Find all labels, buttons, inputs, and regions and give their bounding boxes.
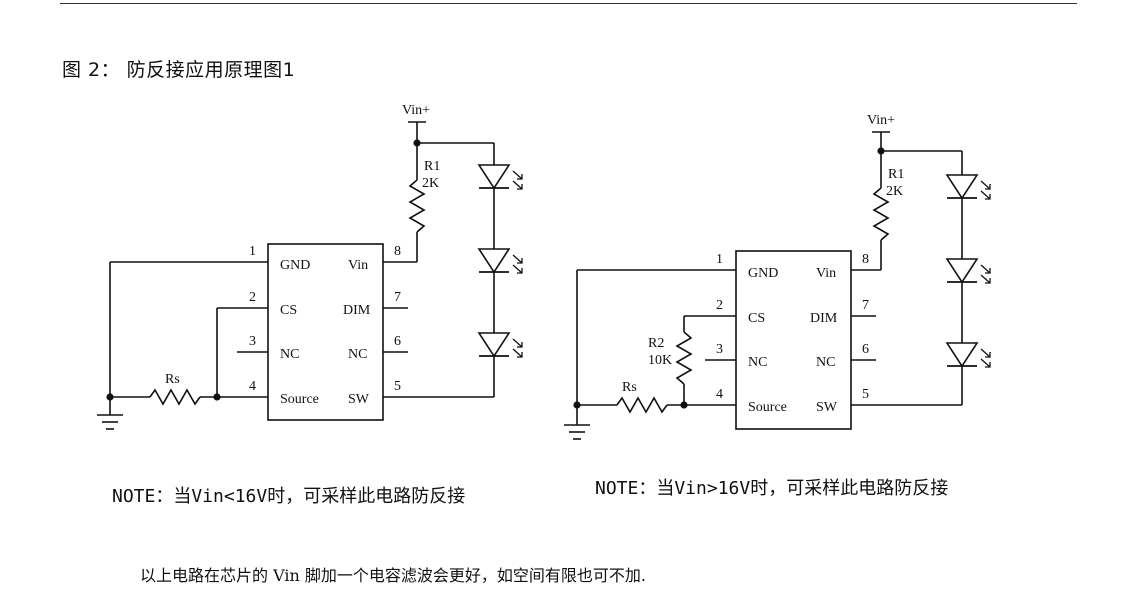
circuit-left: [96, 121, 523, 430]
pin-label: Source: [280, 392, 319, 407]
pin-num: 2: [249, 290, 256, 305]
resistor-icon: [149, 388, 201, 406]
circuit-left-labels: Vin+ R1 2K Rs 1 GND 2 CS 3 NC 4 Source 8…: [165, 103, 440, 407]
supply-label: Vin+: [402, 103, 430, 118]
schematic-diagram: Vin+ R1 2K Rs 1 GND 2 CS 3 NC 4 Source 8…: [96, 103, 991, 440]
circuit-right-labels: Vin+ R1 2K R2 10K Rs 1 GND 2 CS 3 NC 4 S…: [622, 113, 904, 415]
pin-label: DIM: [343, 303, 371, 318]
pin-num: 1: [716, 252, 723, 267]
pin-num: 8: [862, 252, 869, 267]
pin-num: 8: [394, 244, 401, 259]
pin-label: NC: [816, 355, 835, 370]
chip-left: [267, 243, 384, 421]
r1-name: R1: [888, 167, 904, 182]
ground-icon: [563, 424, 591, 440]
rs-label: Rs: [165, 372, 180, 387]
pin-label: CS: [280, 303, 297, 318]
pin-label: NC: [348, 347, 367, 362]
pin-label: Source: [748, 400, 787, 415]
ground-icon: [96, 414, 124, 430]
led-icon: [946, 342, 991, 368]
pin-label: NC: [280, 347, 299, 362]
pin-label: CS: [748, 311, 765, 326]
r1-value: 2K: [422, 176, 439, 191]
resistor-icon: [408, 179, 426, 233]
r1-value: 2K: [886, 184, 903, 199]
resistor-icon: [675, 331, 693, 385]
led-icon: [946, 174, 991, 200]
figure-title: 图 2： 防反接应用原理图1: [62, 59, 296, 81]
chip-right: [735, 250, 852, 430]
pin-label: Vin: [816, 266, 836, 281]
note-left: NOTE：当Vin<16V时，可采样此电路防反接: [112, 486, 466, 507]
pin-num: 1: [249, 244, 256, 259]
pin-num: 3: [716, 342, 723, 357]
pin-num: 4: [249, 379, 256, 394]
pin-num: 6: [394, 334, 401, 349]
junction-dot-icon: [573, 401, 581, 409]
led-icon: [478, 164, 523, 190]
led-icon: [946, 258, 991, 284]
pin-num: 2: [716, 298, 723, 313]
note-right: NOTE：当Vin>16V时，可采样此电路防反接: [595, 478, 949, 499]
rs-label: Rs: [622, 380, 637, 395]
pin-label: Vin: [348, 258, 368, 273]
pin-num: 4: [716, 387, 723, 402]
resistor-icon: [616, 396, 668, 414]
pin-num: 7: [862, 298, 869, 313]
r1-name: R1: [424, 159, 440, 174]
r2-name: R2: [648, 336, 664, 351]
top-rule: [60, 3, 1077, 4]
supply-label: Vin+: [867, 113, 895, 128]
pin-label: GND: [748, 266, 778, 281]
footer-paragraph: 以上电路在芯片的 Vin 脚加一个电容滤波会更好，如空间有限也可不加.: [140, 566, 646, 585]
pin-label: SW: [816, 400, 838, 415]
pin-label: NC: [748, 355, 767, 370]
pin-num: 6: [862, 342, 869, 357]
pin-num: 5: [394, 379, 401, 394]
junction-dot-icon: [106, 393, 114, 401]
pin-label: SW: [348, 392, 370, 407]
pin-num: 7: [394, 290, 401, 305]
pin-label: DIM: [810, 311, 838, 326]
resistor-icon: [872, 187, 890, 241]
circuit-right: [563, 131, 991, 440]
r2-value: 10K: [648, 353, 672, 368]
led-icon: [478, 248, 523, 274]
pin-label: GND: [280, 258, 310, 273]
pin-num: 3: [249, 334, 256, 349]
pin-num: 5: [862, 387, 869, 402]
led-icon: [478, 332, 523, 358]
